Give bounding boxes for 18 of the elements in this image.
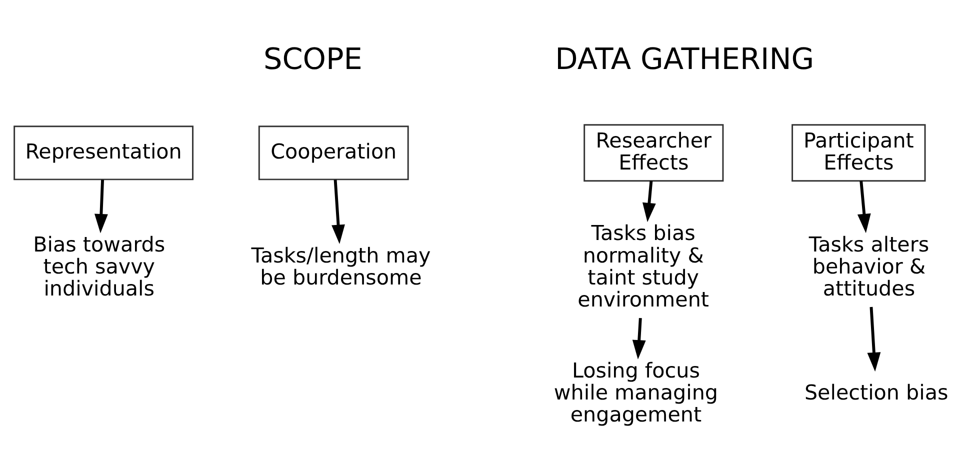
node-text: Bias towards tech savvy individuals (33, 232, 166, 300)
node-box: Cooperation (258, 126, 409, 180)
label: DATA GATHERING (555, 42, 814, 76)
node-text: Tasks/length may be burdensome (251, 243, 431, 290)
node-box: Researcher Effects (584, 124, 724, 182)
arrow (867, 306, 881, 372)
node-text: Tasks alters behavior & attitudes (808, 232, 930, 300)
node-box: Participant Effects (792, 124, 926, 182)
arrow (632, 318, 646, 360)
arrow (332, 180, 345, 244)
node-box: Representation (14, 126, 194, 180)
node-text: Tasks bias normality & taint study environment (578, 221, 710, 312)
node-text: Losing focus while managing engagement (554, 358, 718, 427)
arrow (94, 180, 108, 234)
node-text: Selection bias (804, 380, 948, 404)
arrow (642, 180, 656, 222)
arrow (857, 180, 871, 234)
label: SCOPE (264, 42, 362, 76)
